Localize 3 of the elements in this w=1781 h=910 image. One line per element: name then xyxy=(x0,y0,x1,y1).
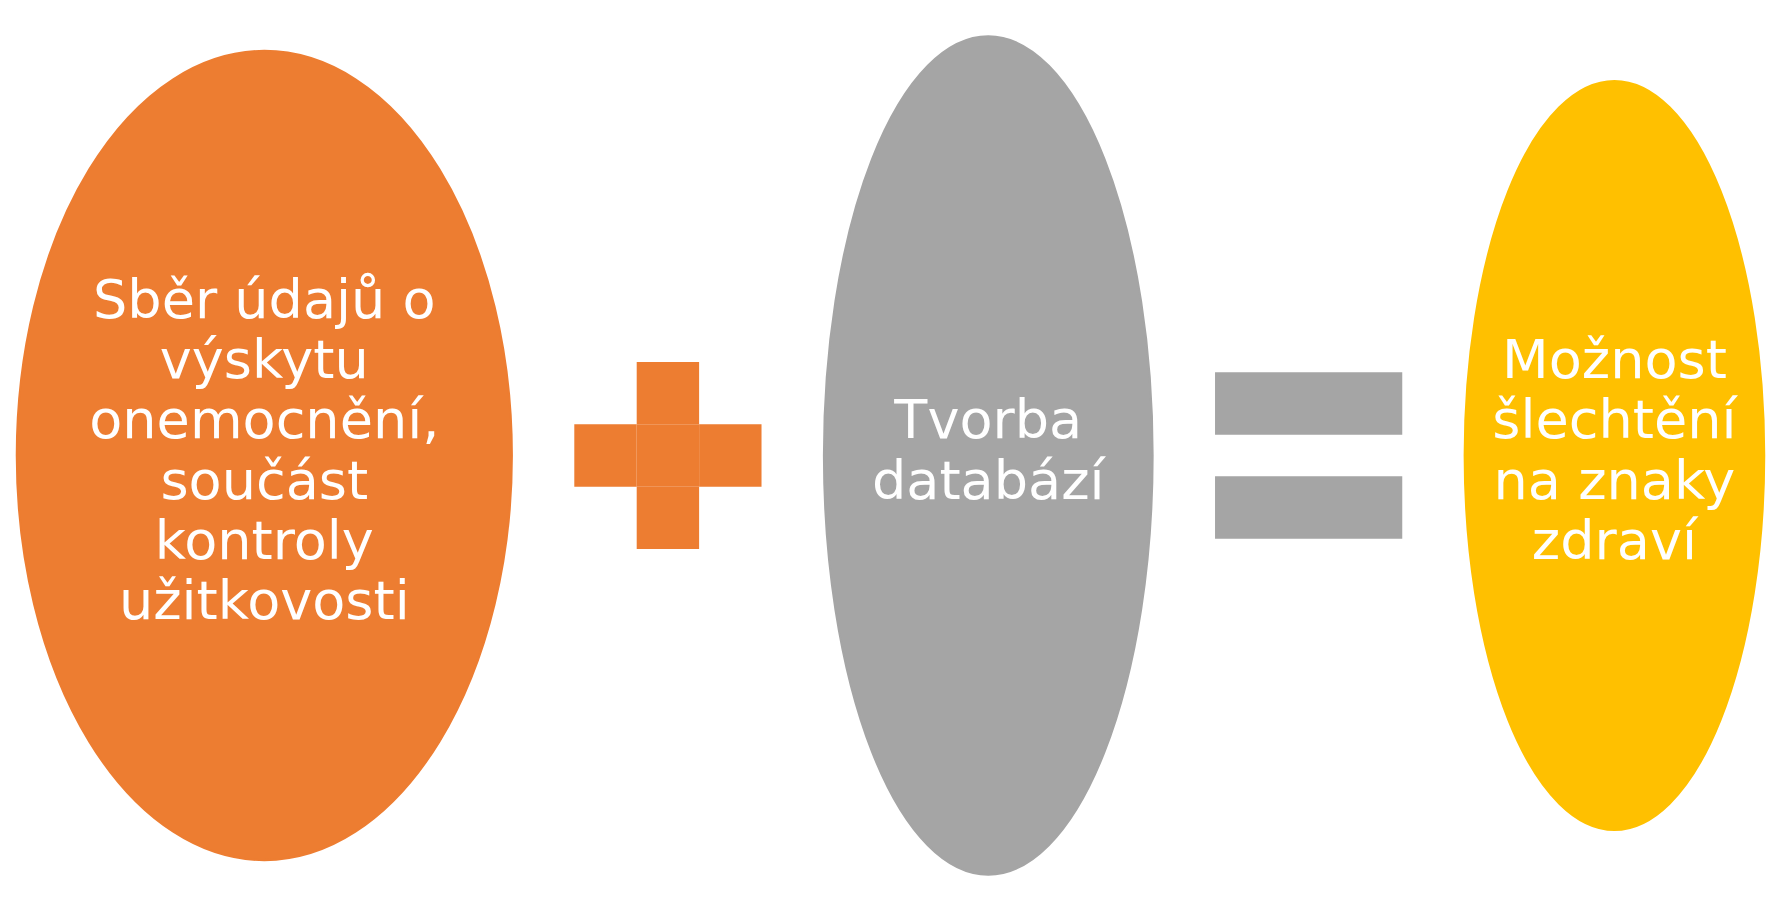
node-ellipse: Možnost šlechtění na znaky zdraví xyxy=(1463,79,1766,831)
node-ellipse: Sběr údajů o výskytu onemocnění, součást kontroly užitkovosti xyxy=(15,49,513,861)
node-ellipse: Tvorba databází xyxy=(822,34,1154,876)
